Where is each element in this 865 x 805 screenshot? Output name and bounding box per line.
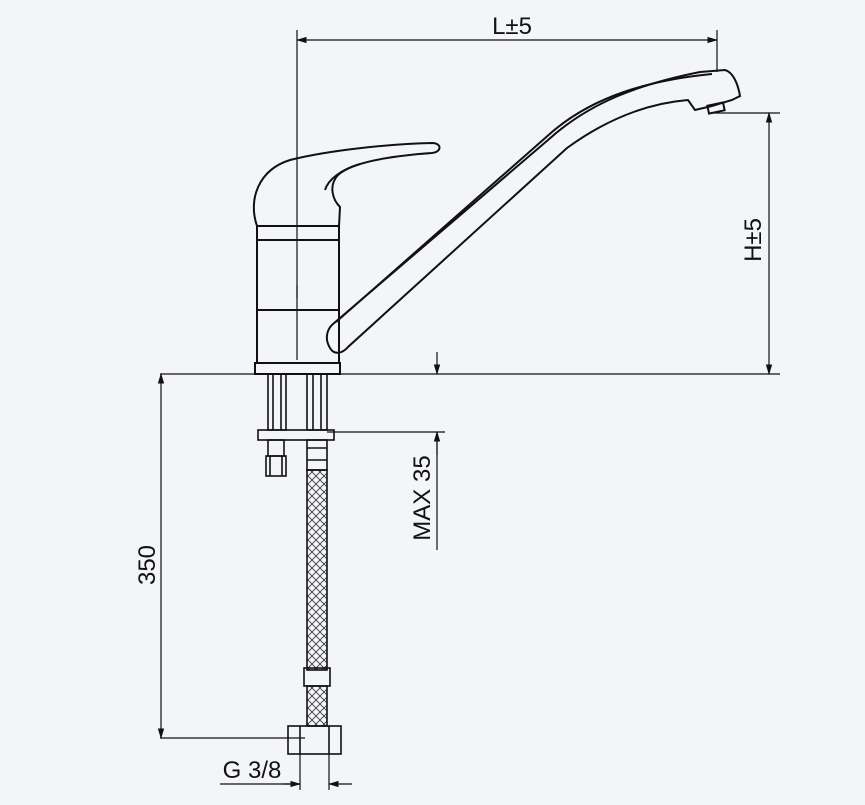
base-flange xyxy=(254,362,341,375)
mounting-studs xyxy=(257,373,335,477)
clamp-plate xyxy=(257,429,335,441)
max-thickness-label: MAX 35 xyxy=(409,455,436,540)
faucet-body xyxy=(252,141,441,375)
spout xyxy=(325,68,742,354)
hose-length-label: 350 xyxy=(134,545,161,585)
dimension-lines xyxy=(157,30,780,790)
braided-hose xyxy=(287,469,342,755)
thread-label: G 3/8 xyxy=(223,757,282,784)
height-label: H±5 xyxy=(740,218,767,262)
aerator xyxy=(706,101,726,115)
length-label: L±5 xyxy=(492,13,532,40)
hex-nut xyxy=(287,725,342,755)
lever-handle xyxy=(252,141,441,227)
